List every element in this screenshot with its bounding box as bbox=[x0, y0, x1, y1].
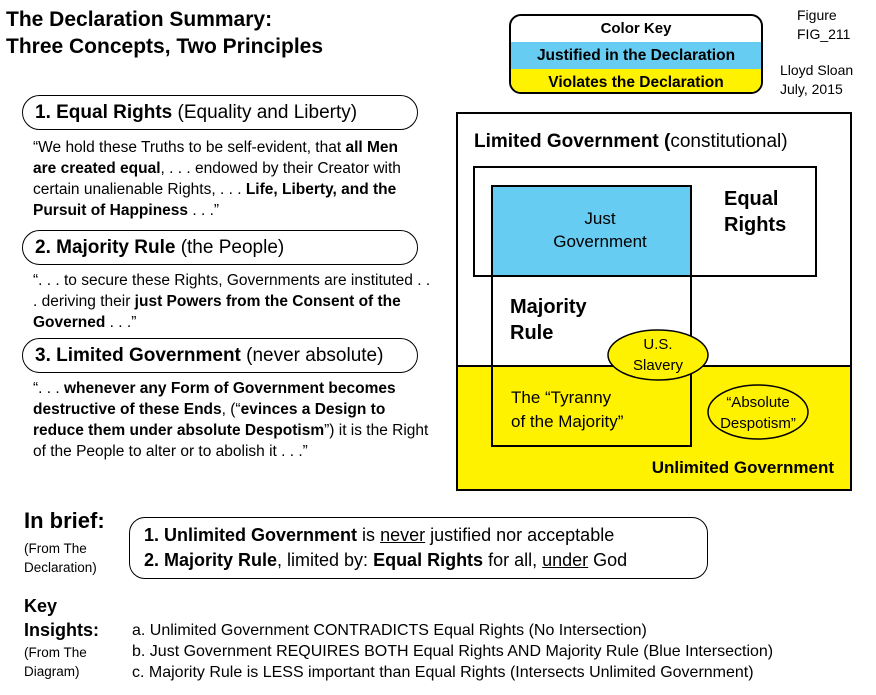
color-key-violates: Violates the Declaration bbox=[511, 69, 761, 92]
key-insights-list: a. Unlimited Government CONTRADICTS Equa… bbox=[132, 620, 773, 683]
figure-id: FIG_211 bbox=[797, 26, 851, 42]
figure-word: Figure bbox=[797, 7, 837, 23]
author-name: Lloyd Sloan bbox=[780, 62, 854, 78]
quote-segment: . . .” bbox=[105, 314, 137, 331]
in-brief-heading: In brief: bbox=[24, 508, 105, 533]
in-brief-source-1: (From The bbox=[24, 541, 87, 556]
brief-segment: God bbox=[588, 550, 628, 570]
brief-segment: Equal Rights bbox=[373, 550, 484, 570]
key-insights-source-2: Diagram) bbox=[24, 664, 80, 679]
despotism-label-1: “Absolute bbox=[726, 394, 789, 411]
tyranny-label-2: of the Majority” bbox=[511, 412, 624, 431]
just-government-label-1: Just bbox=[584, 209, 615, 228]
brief-segment: justified nor acceptable bbox=[425, 525, 615, 545]
just-government-label-2: Government bbox=[553, 232, 647, 251]
figure-date: July, 2015 bbox=[780, 81, 843, 97]
in-brief-box: 1. Unlimited Government is never justifi… bbox=[129, 517, 708, 579]
limited-government-box bbox=[456, 112, 852, 491]
quote-segment: all Men are created equal bbox=[33, 139, 399, 177]
page-title: The Declaration Summary: Three Concepts,… bbox=[6, 6, 323, 60]
majority-rule-box bbox=[491, 185, 692, 447]
unlimited-government-label: Unlimited Government bbox=[652, 458, 835, 477]
insight-item: a. Unlimited Government CONTRADICTS Equa… bbox=[132, 622, 647, 639]
absolute-despotism-ellipse bbox=[707, 384, 809, 440]
majority-rule-label-1: Majority bbox=[510, 296, 588, 318]
author-block: Lloyd Sloan July, 2015 bbox=[780, 61, 853, 99]
in-brief-line-1: 1. Unlimited Government is never justifi… bbox=[144, 523, 693, 548]
color-key-title: Color Key bbox=[600, 20, 672, 37]
brief-segment: , limited by: bbox=[277, 550, 374, 570]
brief-segment: for all, bbox=[483, 550, 543, 570]
concept-2-heading: 2. Majority Rule (the People) bbox=[22, 230, 418, 265]
quote-segment: Life, Liberty, and the Pursuit of Happin… bbox=[33, 181, 397, 219]
concept-2-quote: “. . . to secure these Rights, Governmen… bbox=[33, 270, 433, 333]
insight-item: b. Just Government REQUIRES BOTH Equal R… bbox=[132, 643, 774, 660]
concept-2-title: 2. Majority Rule bbox=[35, 237, 176, 258]
in-brief-line-2: 2. Majority Rule, limited by: Equal Righ… bbox=[144, 548, 693, 573]
quote-segment: “. . . bbox=[33, 380, 64, 397]
limited-government-label: Limited Government (constitutional) bbox=[474, 131, 788, 152]
quote-segment: evinces a Design to reduce them under ab… bbox=[33, 401, 386, 439]
in-brief-source-2: Declaration) bbox=[24, 560, 97, 575]
majority-rule-label-2: Rule bbox=[510, 322, 553, 344]
insight-item: c. Majority Rule is LESS important than … bbox=[132, 664, 754, 681]
brief-segment: 1. Unlimited Government bbox=[144, 525, 358, 545]
concept-1-quote: “We hold these Truths to be self-evident… bbox=[33, 137, 425, 221]
concept-3-quote: “. . . whenever any Form of Government b… bbox=[33, 378, 431, 462]
key-insights-heading-2: Insights: bbox=[24, 620, 99, 640]
concept-3-title: 3. Limited Government bbox=[35, 345, 241, 366]
quote-segment: just Powers from the Consent of the Gove… bbox=[33, 293, 401, 331]
just-government-region bbox=[492, 186, 691, 276]
brief-segment: under bbox=[542, 550, 589, 570]
brief-segment: never bbox=[380, 525, 426, 545]
color-key-justified: Justified in the Declaration bbox=[511, 42, 761, 69]
despotism-label-2: Despotism” bbox=[720, 415, 796, 432]
equal-rights-box bbox=[473, 166, 817, 277]
quote-segment: ”) it is the Right of the People to alte… bbox=[33, 422, 429, 460]
title-line-2: Three Concepts, Two Principles bbox=[6, 35, 324, 58]
title-line-1: The Declaration Summary: bbox=[6, 8, 273, 31]
concept-3-heading: 3. Limited Government (never absolute) bbox=[22, 338, 418, 373]
quote-segment: whenever any Form of Government becomes … bbox=[33, 380, 396, 418]
us-slavery-ellipse bbox=[607, 329, 709, 381]
key-insights-heading-1: Key bbox=[24, 596, 58, 616]
quote-segment: “We hold these Truths to be self-evident… bbox=[33, 139, 346, 156]
key-insights-heading: Key Insights: bbox=[24, 594, 99, 642]
concept-1-subtitle: (Equality and Liberty) bbox=[172, 102, 358, 123]
tyranny-label-1: The “Tyranny bbox=[511, 388, 612, 407]
concept-3-subtitle: (never absolute) bbox=[240, 345, 384, 366]
brief-segment: is bbox=[357, 525, 381, 545]
quote-segment: , . . . endowed by their Creator with ce… bbox=[33, 160, 401, 198]
key-insights-source: (From The Diagram) bbox=[24, 643, 87, 681]
us-slavery-label-1: U.S. bbox=[643, 336, 672, 353]
quote-segment: “. . . to secure these Rights, Governmen… bbox=[33, 272, 431, 310]
in-brief-source: (From The Declaration) bbox=[24, 539, 97, 577]
quote-segment: . . .” bbox=[188, 202, 220, 219]
quote-segment: , (“ bbox=[221, 401, 241, 418]
brief-segment: 2. Majority Rule bbox=[144, 550, 278, 570]
concept-2-subtitle: (the People) bbox=[175, 237, 285, 258]
color-key: Color Key Justified in the Declaration V… bbox=[509, 14, 763, 94]
equal-rights-label-1: Equal bbox=[724, 188, 778, 210]
key-insights-source-1: (From The bbox=[24, 645, 87, 660]
us-slavery-label-2: Slavery bbox=[633, 357, 684, 374]
concept-1-heading: 1. Equal Rights (Equality and Liberty) bbox=[22, 95, 418, 130]
equal-rights-label-2: Rights bbox=[724, 214, 786, 236]
concept-1-title: 1. Equal Rights bbox=[35, 102, 173, 123]
figure-label: Figure FIG_211 bbox=[797, 6, 850, 44]
